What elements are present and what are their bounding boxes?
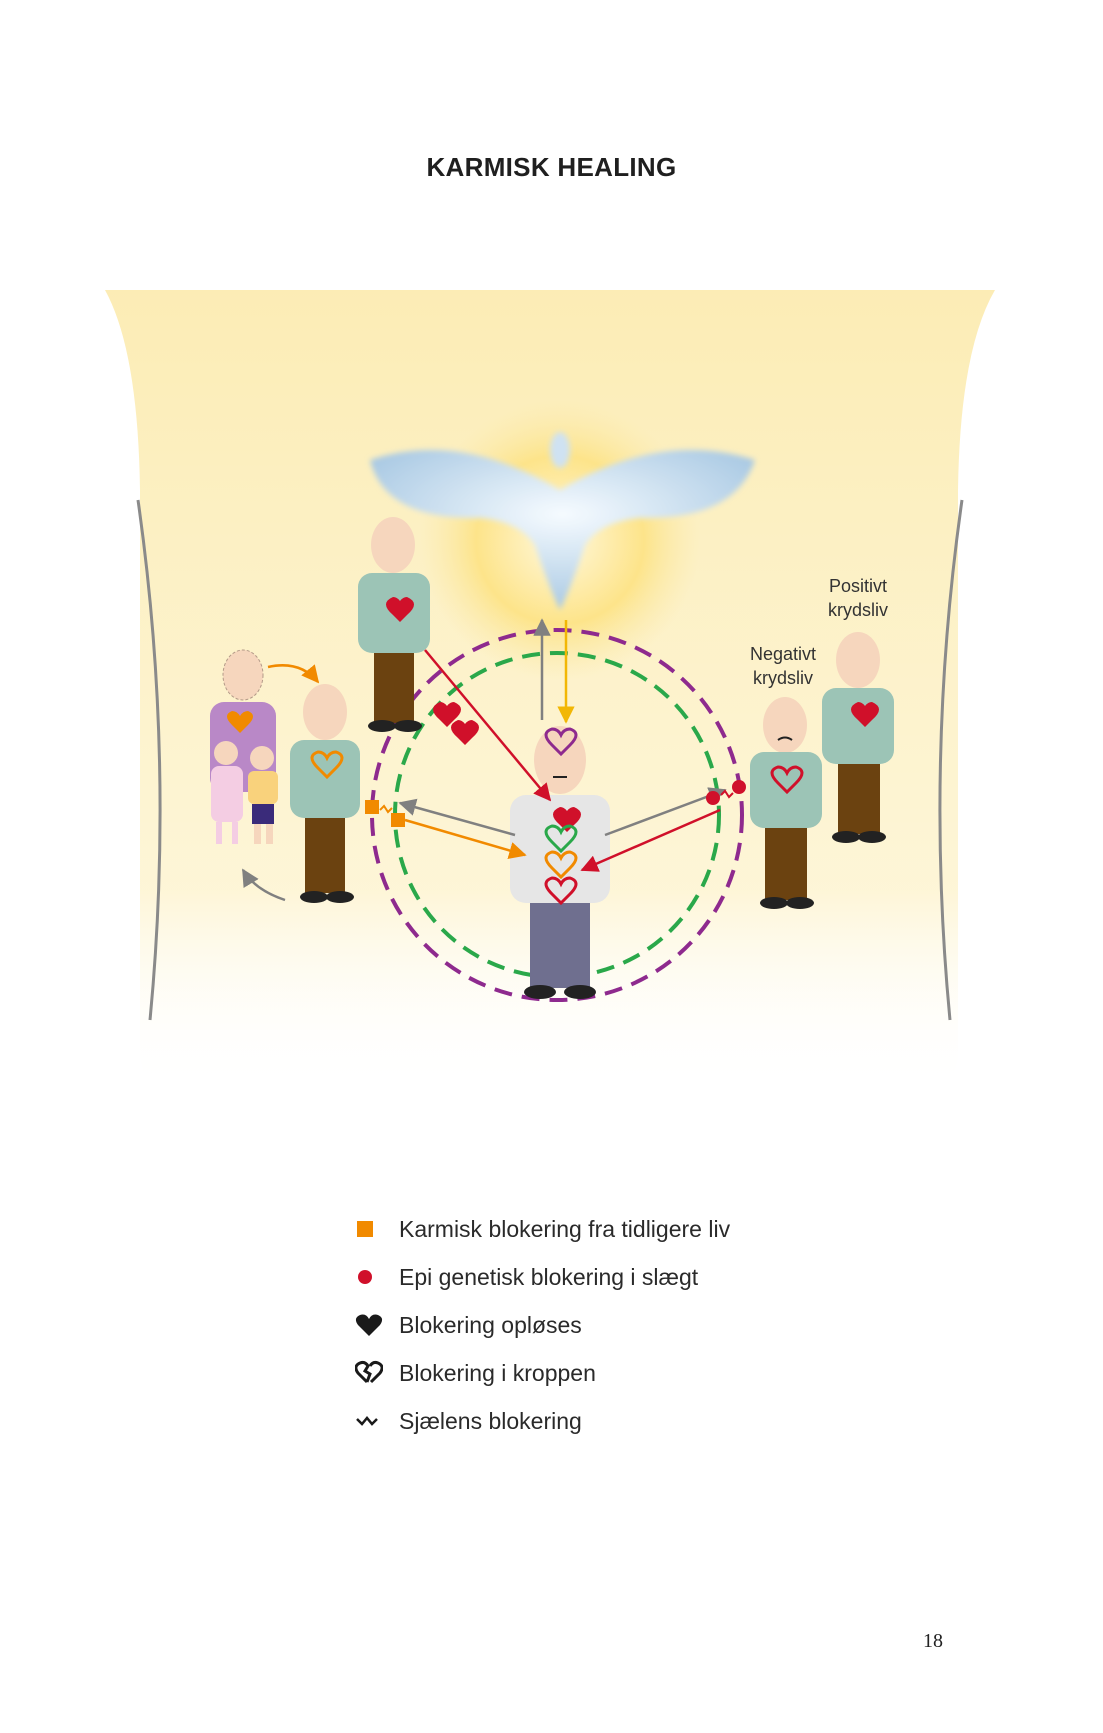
upper-left-figure	[358, 517, 430, 732]
wavy-line-icon	[356, 1416, 378, 1426]
negative-label-line1: Negativt	[750, 644, 816, 664]
central-person-figure	[510, 726, 610, 999]
broken-heart-icon	[770, 765, 804, 795]
heart-icon	[553, 807, 581, 832]
broken-heart-icon	[544, 850, 578, 880]
positive-label-line1: Positivt	[829, 576, 887, 596]
negative-label-line2: krydsliv	[753, 668, 813, 688]
arrow-red-from-right	[580, 808, 721, 872]
red-dot-icon	[358, 1270, 372, 1284]
legend-label: Blokering opløses	[399, 1311, 582, 1338]
broken-heart-icon	[310, 750, 344, 780]
legend-item: Sjælens blokering	[355, 1397, 875, 1445]
dove-icon	[370, 432, 755, 610]
child-boy-figure	[248, 746, 278, 844]
left-bracket	[136, 499, 162, 1021]
black-heart-icon	[355, 1314, 383, 1336]
heart-icon	[451, 720, 479, 745]
positive-label-line2: krydsliv	[828, 600, 888, 620]
wavy-line-icon	[379, 804, 393, 814]
arrow-orange-from-left	[404, 818, 527, 859]
previous-life-figure	[290, 684, 360, 903]
heart-icon	[433, 702, 461, 727]
red-dot-icon	[706, 791, 720, 805]
child-girl-figure	[211, 741, 243, 844]
karmic-healing-diagram: Positivt krydsliv Negativt krydsliv	[105, 290, 995, 1090]
arrow-grey-to-right	[604, 787, 727, 837]
curved-arrow-orange	[267, 664, 320, 684]
wavy-line-icon	[720, 789, 734, 799]
broken-heart-icon	[544, 876, 578, 906]
arrow-grey-to-left	[398, 798, 516, 837]
legend-label: Sjælens blokering	[399, 1407, 582, 1434]
orange-square-icon	[391, 813, 405, 827]
heart-icon	[386, 597, 414, 622]
curved-arrow-grey	[241, 868, 286, 902]
purple-dashed-ring	[370, 628, 744, 1002]
red-dot-icon	[732, 780, 746, 794]
arrow-red-from-top	[424, 649, 552, 802]
legend-item: Blokering i kroppen	[355, 1349, 875, 1397]
page-title: KARMISK HEALING	[426, 152, 677, 182]
legend-item: Epi genetisk blokering i slægt	[355, 1253, 875, 1301]
broken-heart-icon	[355, 1360, 383, 1384]
broken-heart-icon	[544, 727, 578, 757]
orange-square-icon	[365, 800, 379, 814]
legend-label: Epi genetisk blokering i slægt	[399, 1263, 699, 1290]
positive-crossing-life-figure	[822, 632, 894, 843]
negative-crossing-life-figure	[750, 697, 822, 909]
legend: Karmisk blokering fra tidligere liv Epi …	[355, 1205, 875, 1445]
orange-square-icon	[357, 1221, 373, 1237]
right-bracket	[938, 499, 964, 1021]
page-number: 18	[923, 1630, 943, 1652]
broken-heart-icon	[544, 824, 578, 854]
legend-item: Karmisk blokering fra tidligere liv	[355, 1205, 875, 1253]
legend-label: Karmisk blokering fra tidligere liv	[399, 1215, 731, 1242]
legend-label: Blokering i kroppen	[399, 1359, 596, 1386]
heart-icon	[851, 702, 879, 727]
legend-item: Blokering opløses	[355, 1301, 875, 1349]
